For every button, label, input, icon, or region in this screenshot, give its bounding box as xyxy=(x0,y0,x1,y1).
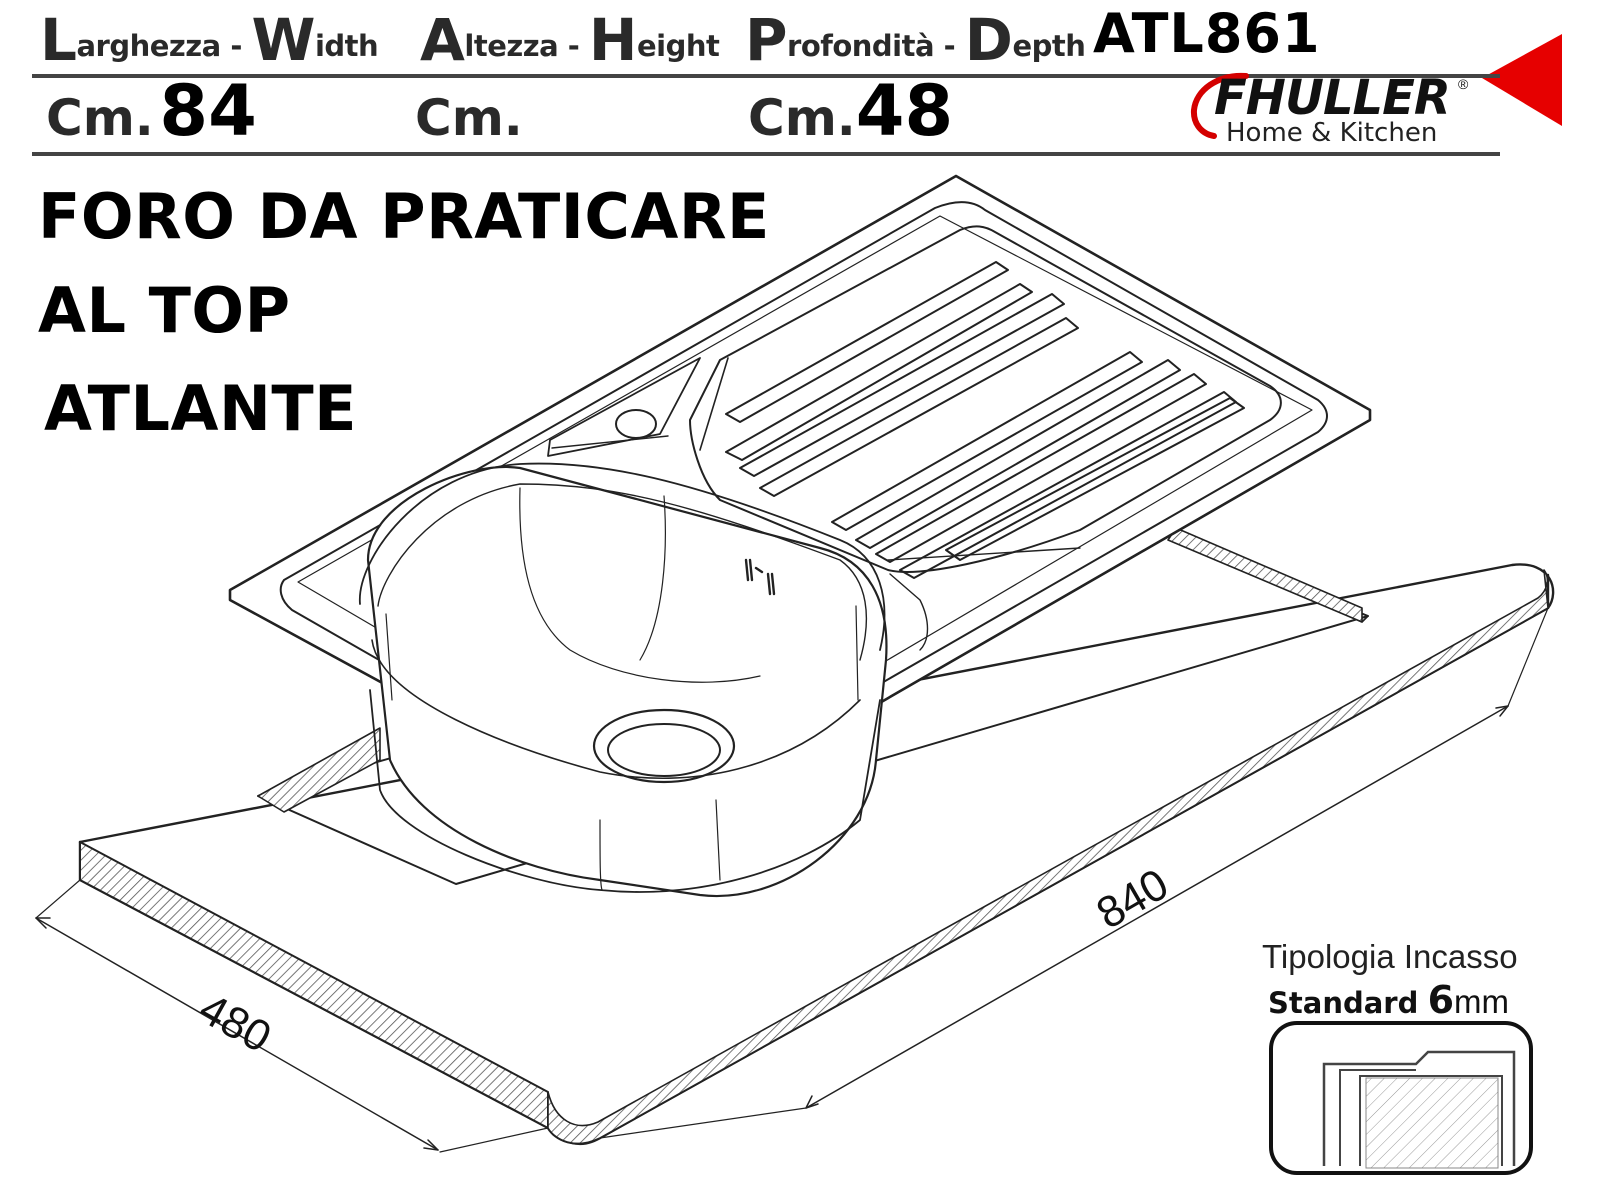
depth-label-en: epth xyxy=(1012,29,1086,63)
drain-icon xyxy=(592,708,736,784)
width-label-en: idth xyxy=(314,29,379,63)
header-rule-bottom xyxy=(32,152,1500,156)
note-line-2: AL TOP xyxy=(38,274,291,347)
width-label-it: arghezza - xyxy=(76,29,252,63)
overflow-slot-icon xyxy=(744,558,776,596)
height-label-it: ltezza - xyxy=(464,29,589,63)
height-value: Cm. xyxy=(415,70,523,152)
width-unit: Cm. xyxy=(46,89,154,147)
depth-label: Profondità - Depth xyxy=(745,6,1086,74)
width-value: Cm. 84 xyxy=(46,70,257,152)
installation-type: Standard xyxy=(1268,986,1419,1020)
installation-standard: Standard 6mm xyxy=(1268,978,1509,1022)
note-line-1: FORO DA PRATICARE xyxy=(38,180,770,253)
sink-body xyxy=(228,174,1372,898)
height-label: Altezza - Height xyxy=(420,6,720,74)
width-label: Larghezza - Width xyxy=(40,6,379,74)
width-label-cap2: W xyxy=(251,6,315,74)
brand-swoosh-icon xyxy=(1190,72,1249,139)
model-code: ATL861 xyxy=(1093,2,1321,65)
depth-number: 48 xyxy=(855,70,954,152)
width-label-cap: L xyxy=(40,6,77,74)
note-line-3: ATLANTE xyxy=(44,372,357,445)
thickness-value: 6 xyxy=(1427,978,1455,1022)
header-rule-top xyxy=(32,74,1500,78)
dimension-length-label: 840 xyxy=(1089,860,1177,939)
dimension-depth xyxy=(35,879,549,1153)
depth-label-it: rofondità - xyxy=(787,29,965,63)
installation-title: Tipologia Incasso xyxy=(1262,938,1518,975)
width-number: 84 xyxy=(159,70,257,152)
red-triangle-pointer-icon xyxy=(1482,34,1562,126)
registered-mark: ® xyxy=(1458,76,1469,92)
height-label-en: eight xyxy=(636,29,720,63)
installation-profile-diagram xyxy=(1269,1021,1533,1175)
depth-unit: Cm. xyxy=(748,89,856,147)
depth-label-cap: P xyxy=(745,6,788,74)
brand-logo: FHULLER ® Home & Kitchen xyxy=(1188,66,1478,150)
height-label-cap: A xyxy=(420,6,465,74)
depth-value: Cm.48 xyxy=(748,70,953,152)
brand-name: FHULLER xyxy=(1214,70,1451,126)
height-label-cap2: H xyxy=(588,6,638,74)
brand-tagline: Home & Kitchen xyxy=(1226,118,1438,148)
tap-hole-icon xyxy=(615,409,657,439)
depth-label-cap2: D xyxy=(964,6,1013,74)
height-unit: Cm. xyxy=(415,89,523,147)
dimension-length xyxy=(599,607,1549,1139)
thickness-unit: mm xyxy=(1454,983,1510,1020)
